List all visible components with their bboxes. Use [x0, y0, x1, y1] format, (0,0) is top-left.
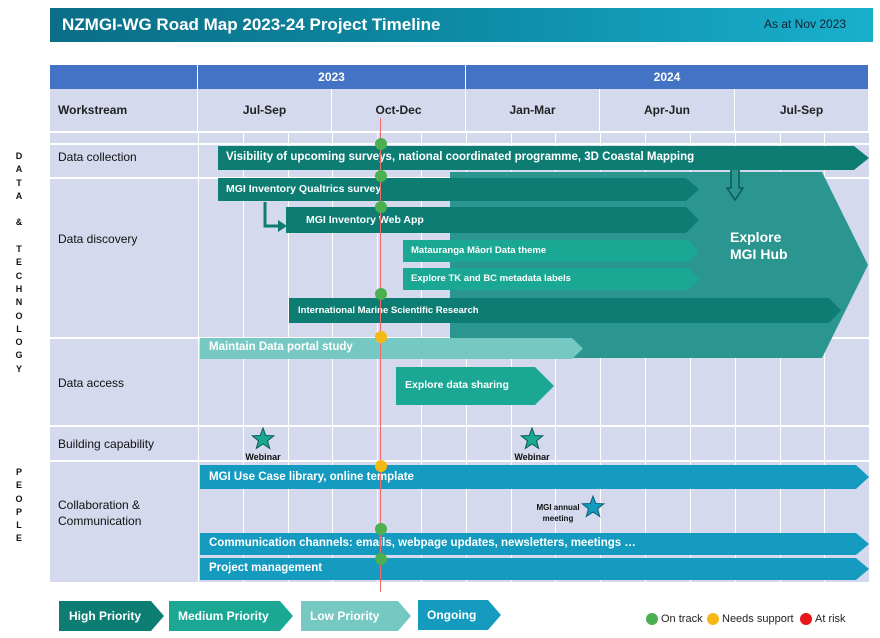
period-header: Jul-Sep — [735, 89, 869, 131]
period-header: Jul-Sep — [198, 89, 332, 131]
connector-arrow-icon — [263, 202, 287, 232]
bar-sharing: Explore data sharing — [396, 367, 555, 405]
bar-project-management: Project management — [200, 558, 870, 580]
webinar-star-icon — [251, 427, 275, 450]
grid-line — [824, 131, 825, 582]
side-label-letter: O — [15, 310, 23, 321]
legend-on-track-label: On track — [661, 613, 703, 625]
side-label-letter: O — [15, 493, 23, 504]
bar-use-case: MGI Use Case library, online template — [200, 465, 870, 489]
year-2024: 2024 — [466, 65, 869, 89]
side-label-letter: Y — [15, 363, 22, 374]
side-label-letter: O — [15, 337, 23, 348]
year-2023: 2023 — [198, 65, 466, 89]
current-date-line — [380, 118, 381, 592]
workstream-label: Data collection — [58, 150, 137, 164]
side-label-letter: E — [15, 480, 22, 491]
year-header-blank — [50, 65, 198, 89]
side-label-letter — [12, 203, 26, 216]
status-dot-needs-support — [375, 460, 387, 472]
page-title: NZMGI-WG Road Map 2023-24 Project Timeli… — [62, 15, 441, 34]
legend-low-priority: Low Priority — [301, 601, 412, 631]
side-label-letter: E — [15, 533, 22, 544]
workstream-label: Data discovery — [58, 232, 138, 246]
down-arrow-icon — [726, 168, 744, 202]
legend-at-risk-dot — [800, 613, 812, 625]
webinar-star-icon — [520, 427, 544, 450]
side-label-letter — [12, 230, 26, 243]
side-label-letter: T — [16, 177, 22, 188]
as-at-date: As at Nov 2023 — [764, 17, 847, 31]
explore-mgi-hub-label: Explore MGI Hub — [730, 229, 788, 262]
status-dot-on-track — [375, 138, 387, 150]
bar-surveys: Visibility of upcoming surveys, national… — [218, 146, 870, 170]
side-label-letter: & — [15, 217, 23, 228]
status-dot-needs-support — [375, 331, 387, 343]
side-label-letter: H — [15, 283, 23, 294]
side-label-letter: P — [15, 467, 22, 477]
bar-qualtrics: MGI Inventory Qualtrics survey — [218, 178, 700, 201]
side-label-letter: D — [15, 151, 23, 161]
side-label-letter: T — [16, 244, 22, 255]
legend-needs-support-label: Needs support — [722, 613, 794, 625]
status-dot-on-track — [375, 523, 387, 535]
side-label-letter: P — [15, 506, 22, 517]
workstream-header: Workstream — [50, 89, 198, 131]
legend-at-risk-label: At risk — [815, 613, 846, 625]
status-dot-on-track — [375, 201, 387, 213]
side-label-letter: N — [15, 297, 23, 308]
legend-ongoing: Ongoing — [418, 600, 502, 630]
side-label-letter: C — [15, 270, 23, 281]
bar-web-app: MGI Inventory Web App — [286, 207, 700, 233]
workstream-label: Collaboration & Communication — [58, 498, 142, 528]
side-label-letter: L — [16, 520, 22, 531]
status-dot-on-track — [375, 288, 387, 300]
side-label-letter: A — [15, 164, 23, 175]
side-label-letter: E — [15, 257, 22, 268]
legend-medium-priority: Medium Priority — [169, 601, 294, 631]
grid-line — [198, 131, 199, 582]
row-building-capability — [50, 425, 869, 460]
workstream-label: Data access — [58, 376, 125, 390]
legend-needs-support-dot — [707, 613, 719, 625]
period-header: Apr-Jun — [600, 89, 735, 131]
bar-imsr: International Marine Scientific Research — [289, 298, 842, 323]
bar-portal: Maintain Data portal study — [200, 338, 584, 359]
bar-matauranga: Matauranga Māori Data theme — [403, 240, 700, 262]
spacer-row — [50, 131, 869, 143]
side-label-letter: L — [16, 323, 22, 334]
webinar-label: Webinar — [245, 452, 281, 462]
title-bar — [50, 8, 873, 42]
period-header: Oct-Dec — [332, 89, 466, 131]
status-dot-on-track — [375, 170, 387, 182]
bar-channels: Communication channels: emails, webpage … — [200, 533, 870, 555]
side-label-letter: G — [15, 350, 23, 361]
side-label-letter: A — [15, 190, 23, 201]
status-dot-on-track — [375, 553, 387, 565]
legend-high-priority: High Priority — [59, 601, 165, 631]
webinar-label: Webinar — [514, 452, 550, 462]
legend-on-track-dot — [646, 613, 658, 625]
annual-meeting-star-icon — [581, 495, 605, 518]
annual-meeting-label: MGI annual meeting — [536, 503, 580, 523]
period-header: Jan-Mar — [466, 89, 600, 131]
workstream-label: Building capability — [58, 437, 155, 451]
bar-tk-bc: Explore TK and BC metadata labels — [403, 268, 700, 290]
